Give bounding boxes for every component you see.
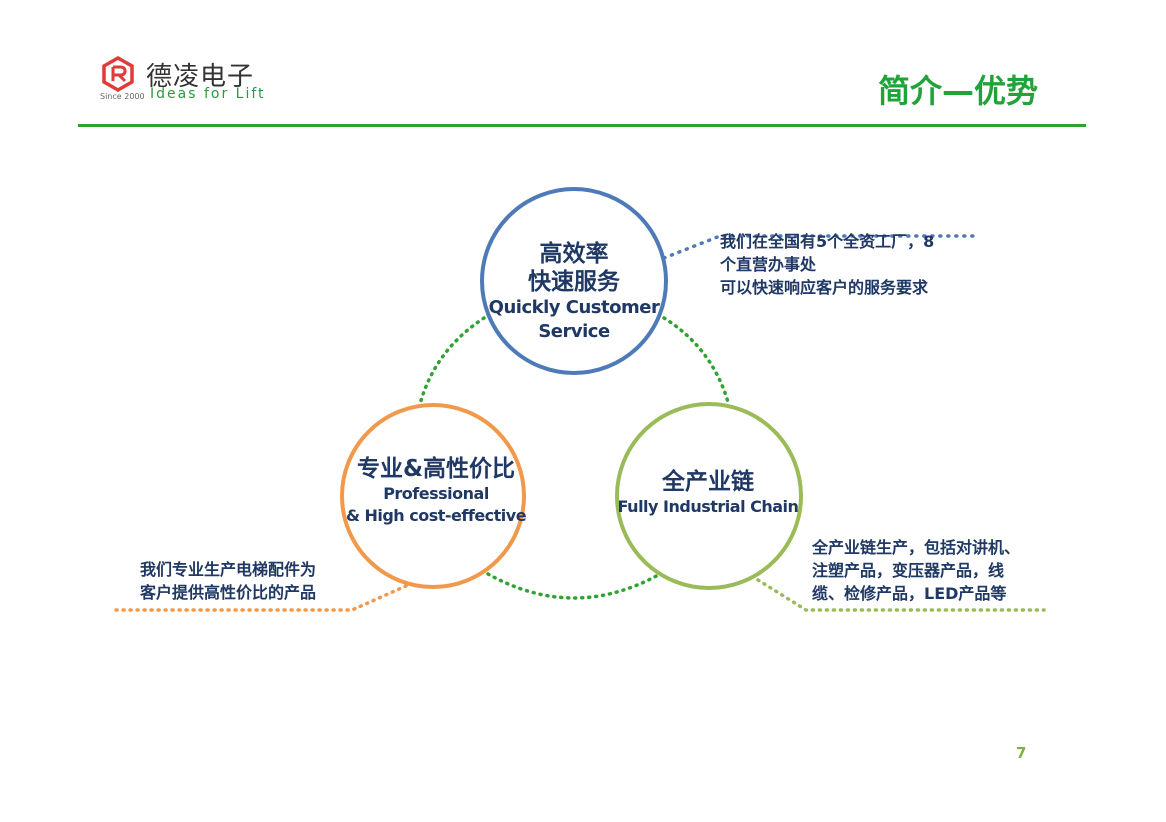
circle-professional bbox=[340, 403, 526, 589]
leader-top-note bbox=[662, 234, 978, 260]
efficiency-en-line2: Service bbox=[538, 321, 610, 342]
professional-label: 专业&高性价比 Professional & High cost-effecti… bbox=[336, 455, 536, 527]
connector-top-left bbox=[418, 316, 486, 406]
industrial-chain-note-line1: 全产业链生产，包括对讲机、 bbox=[812, 538, 1021, 557]
circle-efficiency bbox=[480, 187, 668, 375]
industrial-chain-label: 全产业链 Fully Industrial Chain bbox=[608, 468, 808, 518]
connector-bottom bbox=[486, 572, 662, 600]
professional-note-line1: 我们专业生产电梯配件为 bbox=[140, 560, 317, 579]
industrial-chain-note-line3: 缆、检修产品，LED产品等 bbox=[812, 584, 1007, 603]
efficiency-en-line1: Quickly Customer bbox=[488, 297, 660, 318]
header-divider bbox=[78, 124, 1086, 127]
industrial-chain-note: 全产业链生产，包括对讲机、 注塑产品，变压器产品，线 缆、检修产品，LED产品等 bbox=[812, 536, 1020, 605]
leader-left-note bbox=[113, 584, 408, 612]
efficiency-note-line1: 我们在全国有5个全资工厂，8 bbox=[720, 232, 935, 251]
professional-note-line2: 客户提供高性价比的产品 bbox=[140, 583, 317, 602]
leader-right-note bbox=[756, 578, 1046, 612]
efficiency-note-line3: 可以快速响应客户的服务要求 bbox=[720, 278, 929, 297]
page-title: 简介—优势 bbox=[877, 72, 1038, 110]
professional-cn: 专业&高性价比 bbox=[356, 456, 516, 482]
professional-note: 我们专业生产电梯配件为 客户提供高性价比的产品 bbox=[140, 558, 316, 604]
efficiency-note-line2: 个直营办事处 bbox=[720, 255, 817, 274]
logo-tagline: Ideas for Lift bbox=[150, 86, 266, 102]
page-number: 7 bbox=[1016, 744, 1027, 762]
connector-top-right bbox=[662, 316, 730, 404]
efficiency-note: 我们在全国有5个全资工厂，8 个直营办事处 可以快速响应客户的服务要求 bbox=[720, 230, 934, 299]
efficiency-label: 高效率 快速服务 Quickly Customer Service bbox=[474, 240, 674, 344]
industrial-chain-note-line2: 注塑产品，变压器产品，线 bbox=[812, 561, 1005, 580]
professional-en-line1: Professional bbox=[383, 484, 489, 503]
efficiency-cn-line1: 高效率 bbox=[539, 241, 609, 267]
efficiency-cn-line2: 快速服务 bbox=[528, 269, 620, 295]
circle-industrial-chain bbox=[615, 402, 803, 590]
industrial-chain-en: Fully Industrial Chain bbox=[617, 497, 799, 516]
professional-en-line2: & High cost-effective bbox=[345, 506, 527, 525]
company-logo-icon bbox=[100, 55, 136, 93]
logo-chinese-name: 德凌电子 bbox=[146, 62, 255, 92]
industrial-chain-cn: 全产业链 bbox=[662, 469, 754, 495]
logo-since-text: Since 2000 bbox=[100, 92, 145, 101]
